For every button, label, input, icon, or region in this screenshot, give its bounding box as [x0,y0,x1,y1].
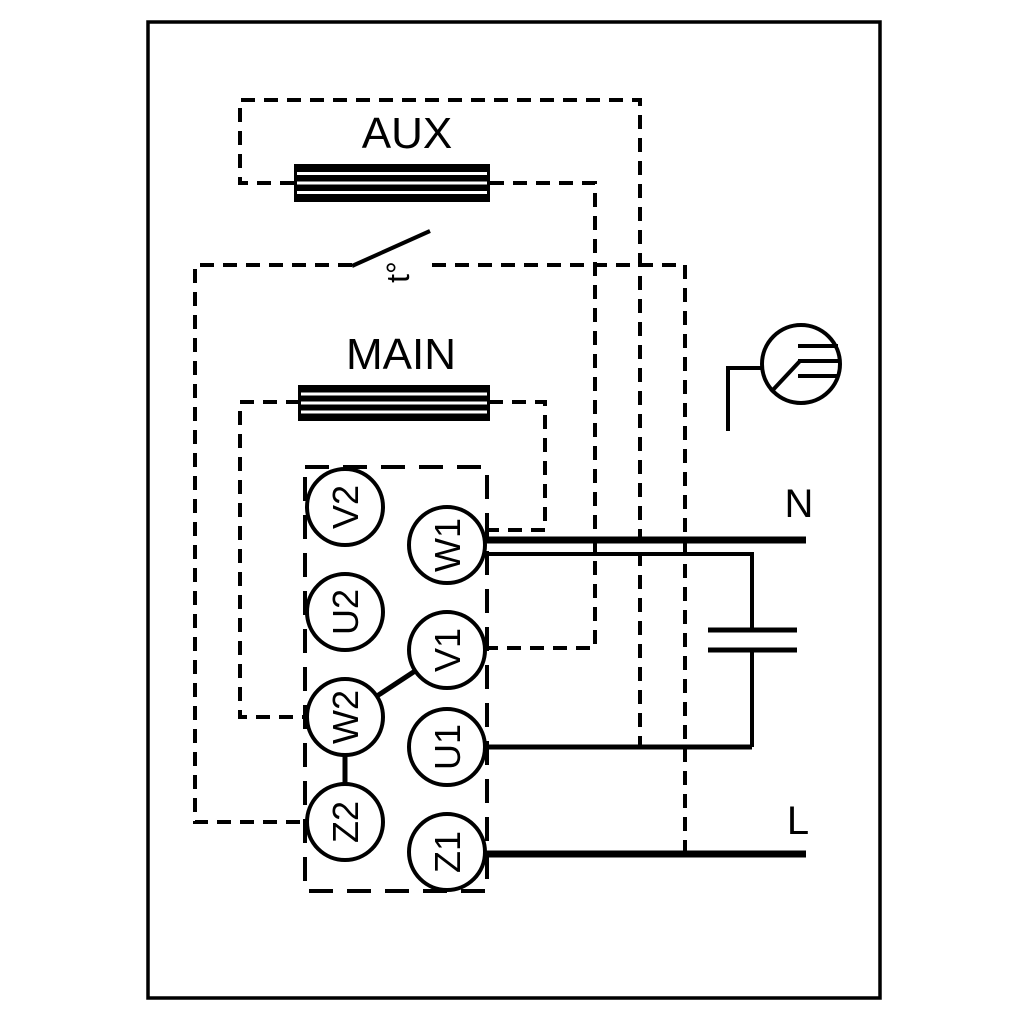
aux-winding-title: AUX [362,109,452,158]
terminal-w2-label: W2 [325,690,366,744]
terminal-u2-circle [305,572,385,652]
terminal-z2: Z2 [305,782,385,862]
thermal-switch-label: t° [380,261,416,283]
terminal-w2-circle [305,677,385,757]
terminal-v2-circle [305,467,385,547]
ground-lead [726,366,764,431]
wire-switch-to-z2 [193,263,352,824]
terminal-w1-label: W1 [427,518,468,572]
terminal-w2: W2 [305,677,385,757]
thermal-switch-blade [351,229,431,268]
main-winding-title: MAIN [346,330,456,379]
terminal-v2-label: V2 [325,485,366,529]
wire-w1-to-capacitor [455,552,754,630]
terminal-z1-label: Z1 [427,831,468,873]
terminal-v1: V1 [407,610,487,690]
main-winding-turns [301,392,487,414]
terminal-v1-circle [407,610,487,690]
wire-main-right-to-w1 [481,400,547,532]
main-winding [298,385,490,421]
terminal-z1-circle [407,812,487,892]
wire-switch-to-line [432,263,687,851]
terminal-u2-label: U2 [325,589,366,635]
terminal-z1: Z1 [407,812,487,892]
terminal-w1-circle [407,505,487,585]
terminal-w1: W1 [407,505,487,585]
terminal-v1-label: V1 [427,628,468,672]
terminal-z2-circle [305,782,385,862]
terminal-u1-label: U1 [427,724,468,770]
terminal-block [303,465,489,893]
aux-winding [294,164,490,202]
ground-symbol [760,323,842,405]
ground-stem [769,359,802,394]
terminal-v2: V2 [305,467,385,547]
terminal-u2: U2 [305,572,385,652]
line-terminal-label: L [787,799,809,843]
ground-bars [798,344,838,378]
neutral-terminal-label: N [785,482,814,526]
terminal-u1: U1 [407,707,487,787]
terminal-z2-label: Z2 [325,801,366,843]
diagram-border [146,20,882,1000]
terminal-u1-circle [407,707,487,787]
wire-aux-left-to-u1 [238,98,642,747]
wire-main-left-to-w2 [238,400,308,719]
wire-aux-right-to-v1 [486,181,597,650]
aux-winding-turns [297,172,487,194]
